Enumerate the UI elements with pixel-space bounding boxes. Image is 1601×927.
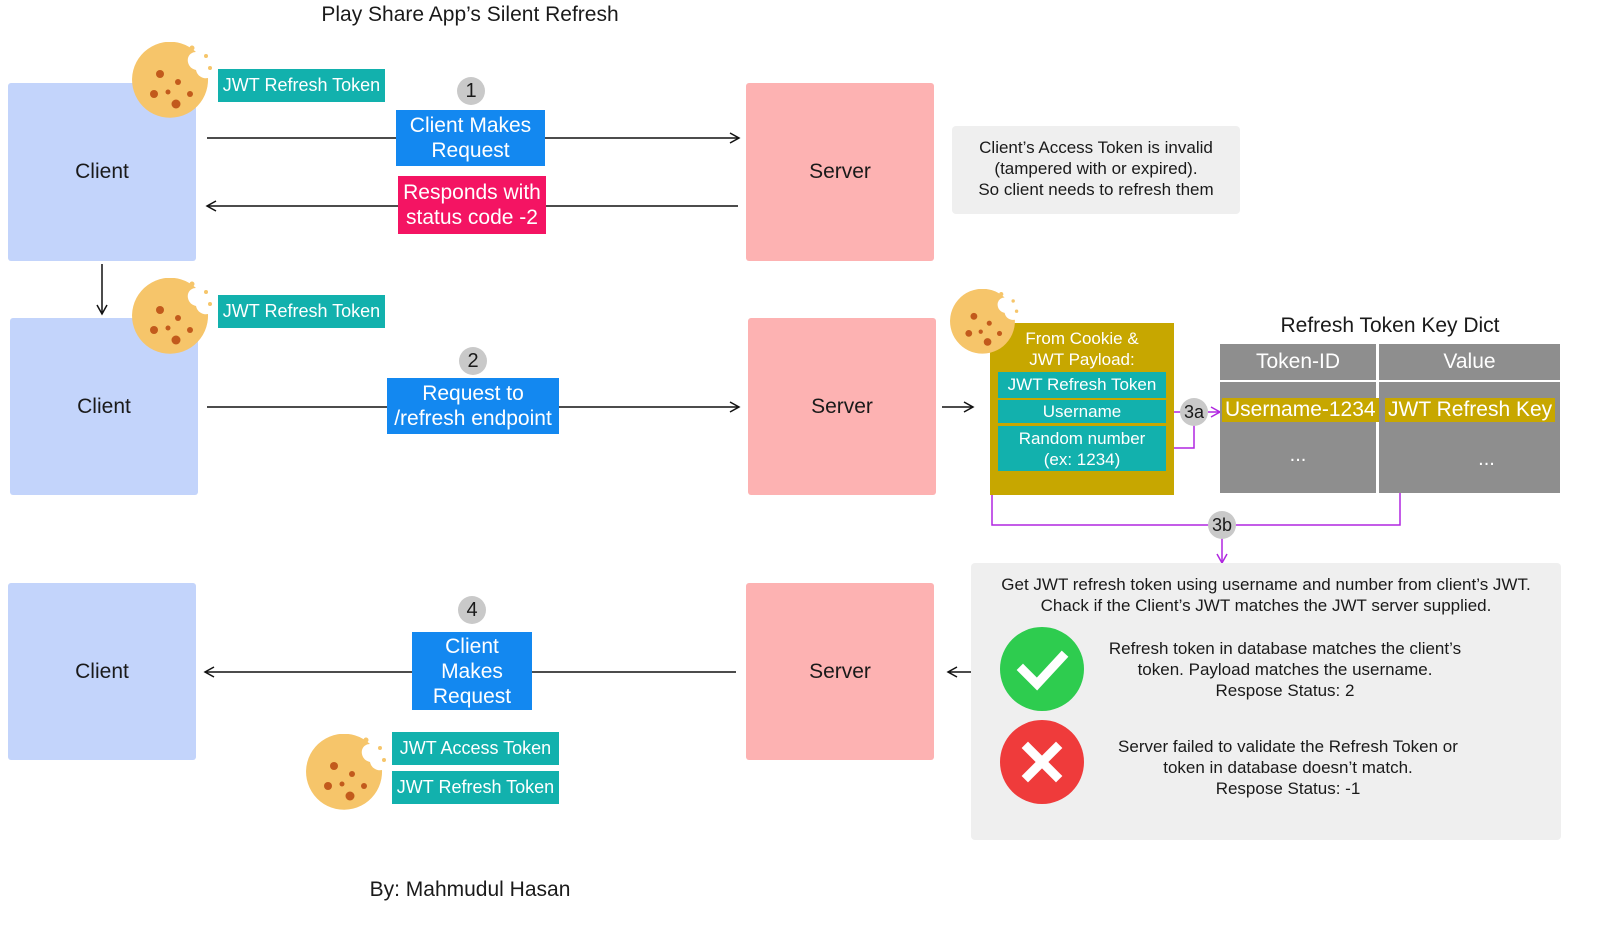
note-line-3: So client needs to refresh them xyxy=(978,180,1214,199)
step-badge-3a: 3a xyxy=(1180,398,1208,426)
success-line3: Respose Status: 2 xyxy=(1215,681,1355,700)
client-box-3: Client xyxy=(8,583,196,760)
response-label-1-line2: status code -2 xyxy=(406,206,538,229)
request-label-2-line1: Request to xyxy=(422,382,524,405)
payload-header-line2: JWT Payload: xyxy=(1029,350,1135,369)
step-badge-3b: 3b xyxy=(1208,511,1236,539)
dict-header-divider xyxy=(1220,380,1560,382)
failure-line3: Respose Status: -1 xyxy=(1215,779,1361,798)
success-line2: token. Payload matches the username. xyxy=(1137,660,1433,679)
server-box-3: Server xyxy=(746,583,934,760)
invalid-token-note: Client’s Access Token is invalid (tamper… xyxy=(952,126,1240,214)
server-box-1: Server xyxy=(746,83,934,261)
response-label-4: Client Makes Request xyxy=(412,632,532,710)
dict-header-value: Value xyxy=(1443,350,1496,373)
validation-intro-line2: Chack if the Client’s JWT matches the JW… xyxy=(1040,596,1492,615)
cookie-icon xyxy=(132,41,214,124)
client-label-3: Client xyxy=(75,659,129,683)
author-credit: By: Mahmudul Hasan xyxy=(369,878,571,901)
cookie-icon xyxy=(306,733,388,816)
client-label-1: Client xyxy=(75,160,129,183)
diagram-title: Play Share App’s Silent Refresh xyxy=(321,3,619,26)
success-line1: Refresh token in database matches the cl… xyxy=(1108,639,1462,658)
request-label-1-line2: Request xyxy=(431,139,510,162)
validation-intro-line1: Get JWT refresh token using username and… xyxy=(1001,575,1531,594)
dict-cell-token-id: Username-1234 xyxy=(1222,398,1379,422)
dict-title: Refresh Token Key Dict xyxy=(1280,314,1500,337)
dict-cell-value: JWT Refresh Key xyxy=(1385,398,1556,422)
request-label-2-line2: /refresh endpoint xyxy=(394,407,552,430)
client-label-2: Client xyxy=(77,394,131,418)
payload-random-line1: Random number xyxy=(1018,428,1146,448)
dict-ellipsis-1: ... xyxy=(1289,444,1307,466)
server-label-2: Server xyxy=(811,394,873,418)
response-label-4-line1: Client xyxy=(445,634,499,658)
response-label-1-line1: Responds with xyxy=(403,181,541,204)
token-badge-access: JWT Access Token xyxy=(392,732,559,765)
dict-ellipsis-2: ... xyxy=(1478,448,1495,470)
token-badge-refresh-2: JWT Refresh Token xyxy=(218,295,385,328)
note-line-1: Client’s Access Token is invalid xyxy=(979,138,1213,157)
cookie-icon xyxy=(132,277,214,360)
server-label-1: Server xyxy=(809,160,871,183)
note-line-2: (tampered with or expired). xyxy=(994,159,1198,178)
response-label-4-line2: Makes xyxy=(441,659,503,683)
step-badge-2: 2 xyxy=(459,347,487,375)
failure-line2: token in database doesn’t match. xyxy=(1163,758,1413,777)
step-badge-4: 4 xyxy=(458,596,486,624)
response-label-1: Responds with status code -2 xyxy=(398,176,546,234)
token-badge-refresh-1: JWT Refresh Token xyxy=(218,69,385,102)
payload-refresh-token: JWT Refresh Token xyxy=(998,372,1166,398)
request-label-2: Request to /refresh endpoint xyxy=(387,378,559,434)
response-label-4-line3: Request xyxy=(432,684,512,708)
server-label-3: Server xyxy=(809,659,871,683)
success-text: Refresh token in database matches the cl… xyxy=(1090,638,1480,701)
cookie-icon xyxy=(950,288,1020,359)
success-check-icon xyxy=(1000,627,1084,711)
failure-text: Server failed to validate the Refresh To… xyxy=(1090,736,1486,799)
step-badge-1: 1 xyxy=(457,77,485,105)
payload-header-line1: From Cookie & xyxy=(1025,329,1139,348)
dict-header-token-id: Token-ID xyxy=(1255,350,1341,373)
request-label-1-line1: Client Makes xyxy=(409,114,532,137)
payload-random-number: Random number (ex: 1234) xyxy=(998,426,1166,471)
failure-x-icon xyxy=(1000,720,1084,804)
request-label-1: Client Makes Request xyxy=(396,110,545,166)
payload-username: Username xyxy=(998,400,1166,423)
payload-random-line2: (ex: 1234) xyxy=(1043,449,1121,469)
validation-intro: Get JWT refresh token using username and… xyxy=(971,574,1561,616)
token-badge-refresh-3: JWT Refresh Token xyxy=(392,771,559,804)
failure-line1: Server failed to validate the Refresh To… xyxy=(1118,737,1458,756)
server-box-2: Server xyxy=(748,318,936,495)
